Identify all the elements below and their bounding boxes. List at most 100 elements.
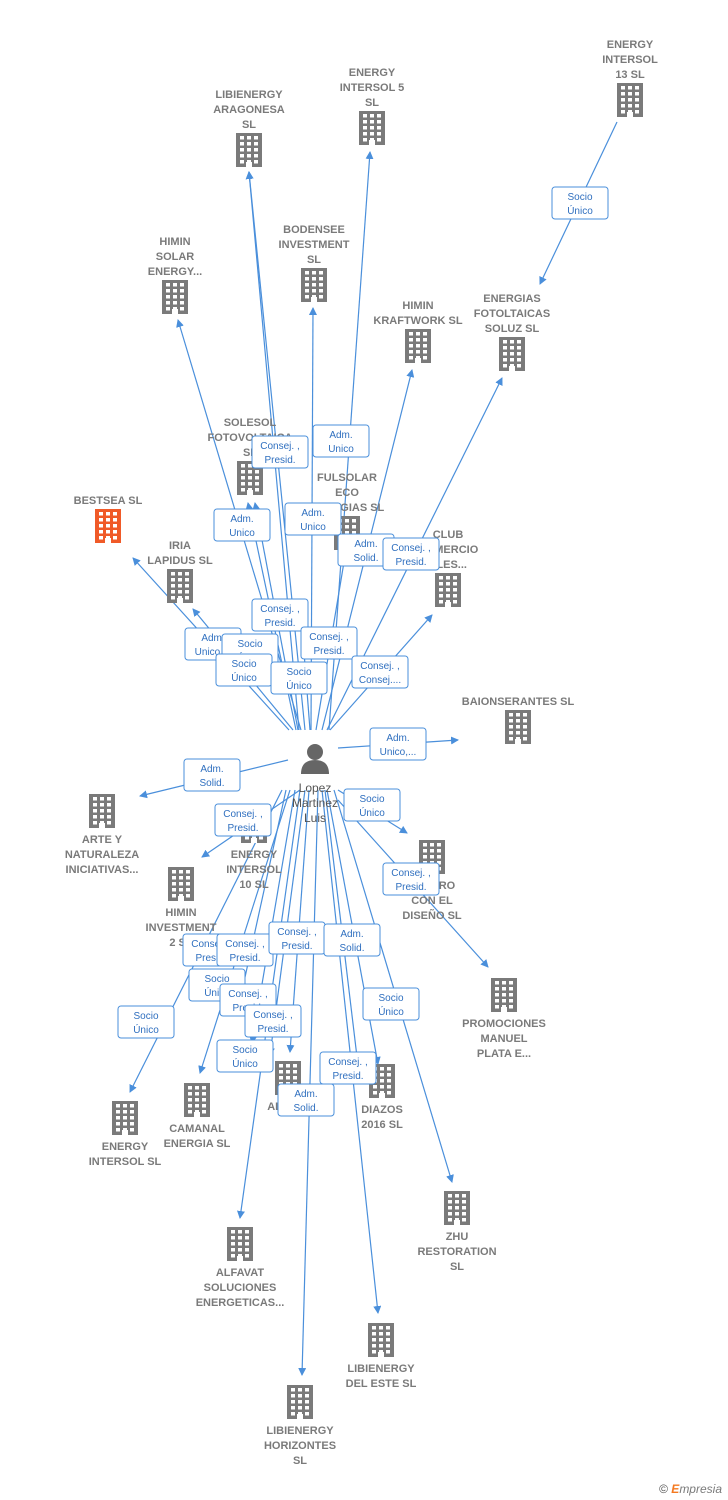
relation-label[interactable]: Adm.Unico <box>312 424 370 458</box>
company-node-arte[interactable]: ARTE YNATURALEZAINICIATIVAS... <box>65 794 139 876</box>
window <box>503 340 507 344</box>
relation-label[interactable]: Adm.Unico,... <box>369 727 427 761</box>
company-node-bestsea[interactable]: BESTSEA SL <box>74 495 143 543</box>
relation-label[interactable]: Adm.Unico <box>213 508 271 542</box>
relation-label-text: Único <box>359 806 385 819</box>
company-name-line: CLUB <box>433 529 464 541</box>
window <box>185 584 189 588</box>
relation-edge <box>333 789 454 1183</box>
window <box>178 596 182 600</box>
relation-label[interactable]: Adm.Solid. <box>323 923 381 957</box>
window <box>423 843 427 847</box>
relation-label[interactable]: Adm.Solid. <box>183 758 241 792</box>
relation-label-text: Socio <box>359 794 384 805</box>
relation-label-text: Consej. , <box>328 1057 367 1068</box>
relation-label-text: Solid. <box>353 553 378 564</box>
company-node-himin_solar[interactable]: HIMINSOLARENERGY... <box>148 236 202 314</box>
relation-label[interactable]: Consej. ,Presid. <box>251 435 309 469</box>
window <box>279 1070 283 1074</box>
relation-label[interactable]: Adm.Solid. <box>277 1083 335 1117</box>
relation-label[interactable]: Consej. ,Presid. <box>244 1004 302 1038</box>
window <box>245 1248 249 1252</box>
relation-label-text: Unico,... <box>380 747 417 758</box>
window <box>248 476 252 480</box>
window <box>286 1070 290 1074</box>
relation-label-text: Presid. <box>332 1071 363 1082</box>
relation-label[interactable]: Consej. ,Presid. <box>216 933 274 967</box>
relation-label-text: Adm. <box>301 508 324 519</box>
person-body-icon <box>301 760 329 774</box>
relation-label[interactable]: Adm.Unico <box>284 502 342 536</box>
relation-label[interactable]: Consej. ,Presid. <box>382 537 440 571</box>
window <box>241 488 245 492</box>
company-name-line: ZHU <box>446 1231 469 1243</box>
relation-label[interactable]: Consej. , Presid. <box>251 598 309 632</box>
relation-label-text: Consej. , <box>223 809 262 820</box>
window <box>248 482 252 486</box>
relation-label-box <box>323 923 381 957</box>
window <box>171 590 175 594</box>
window <box>240 154 244 158</box>
relation-label[interactable]: Consej. ,Presid. <box>300 626 358 660</box>
window <box>195 1104 199 1108</box>
window <box>509 1005 513 1009</box>
door <box>237 1256 243 1261</box>
relation-label-text: Consej. , <box>309 632 348 643</box>
window <box>455 1206 459 1210</box>
company-name-line: LIBIENERGY <box>215 89 283 101</box>
window <box>291 1412 295 1416</box>
relation-label-text: Unico <box>229 528 255 539</box>
relation-label-box <box>362 987 420 1021</box>
window <box>453 582 457 586</box>
door <box>454 1220 460 1225</box>
relation-label-box <box>369 727 427 761</box>
company-node-baionserantes[interactable]: BAIONSERANTES SL <box>462 696 575 744</box>
window <box>100 809 104 813</box>
relation-label[interactable]: Consej. , Presid. <box>319 1051 377 1085</box>
window <box>446 588 450 592</box>
window <box>252 836 256 840</box>
window <box>107 815 111 819</box>
relation-label-text: Consej. , <box>260 604 299 615</box>
window <box>185 596 189 600</box>
window <box>516 731 520 735</box>
window <box>628 86 632 90</box>
company-node-alfavat[interactable]: ALFAVATSOLUCIONESENERGETICAS... <box>196 1227 285 1309</box>
relation-label-box <box>284 502 342 536</box>
relation-label[interactable]: Consej. ,Presid. <box>268 921 326 955</box>
company-name-line: ENERGETICAS... <box>196 1297 285 1309</box>
company-name-line: CON EL <box>411 895 453 907</box>
window <box>319 283 323 287</box>
relation-label[interactable]: Consej. ,Consej.... <box>351 655 409 689</box>
relation-label[interactable]: Consej. ,Presid. <box>382 862 440 896</box>
relation-label-text: Socio <box>204 974 229 985</box>
footer-brand[interactable]: © Empresia <box>659 1482 722 1496</box>
window <box>171 572 175 576</box>
relation-label-text: Socio <box>133 1011 158 1022</box>
relation-label[interactable]: Consej. ,Presid. <box>214 803 272 837</box>
window <box>509 725 513 729</box>
door <box>99 823 105 828</box>
relation-label-text: Presid. <box>264 618 295 629</box>
